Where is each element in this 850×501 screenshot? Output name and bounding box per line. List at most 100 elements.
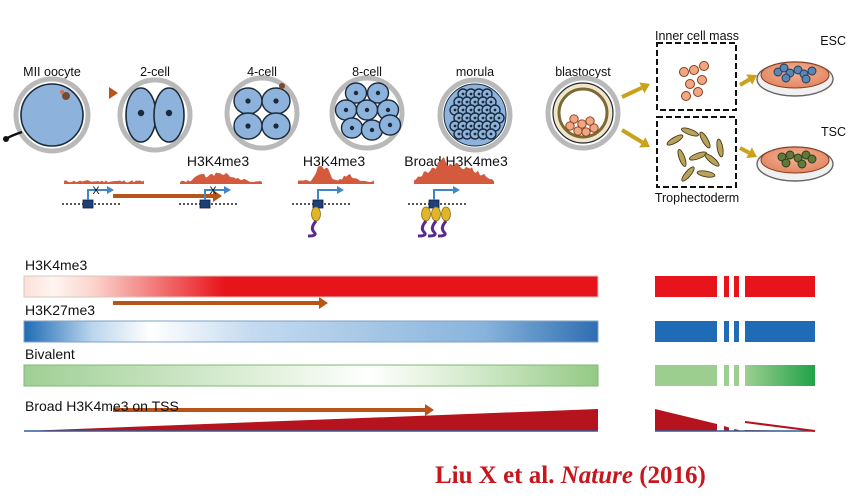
promoter-morula: [408, 186, 466, 238]
citation-journal: Nature: [560, 462, 633, 489]
esc-colony-cell: [807, 66, 817, 76]
promoter-4cell: X: [179, 185, 237, 209]
nucleus: [343, 107, 349, 113]
nucleus: [273, 123, 279, 129]
tsc-label: TSC: [821, 125, 846, 139]
esc-label: ESC: [820, 34, 846, 48]
bar-bivalent-right: [655, 365, 815, 386]
bar-h3k4me3: [23, 275, 815, 298]
nucleus: [473, 116, 477, 120]
stage-label-8-cell: 8-cell: [352, 65, 382, 79]
lineage-arrow-te: [620, 128, 650, 148]
arrow-head: [639, 137, 650, 148]
nucleus: [489, 100, 493, 104]
bar-label-h3k4me3: H3K4me3: [25, 257, 87, 273]
icm-cell: [699, 61, 709, 71]
nucleus: [489, 132, 493, 136]
blocked-mark: X: [209, 185, 217, 197]
bar-bivalent: [23, 364, 815, 387]
inner-cell-mass-box: [656, 42, 737, 111]
esc-colony-cell: [779, 63, 789, 73]
nucleus: [245, 98, 251, 104]
track-4cell: [180, 172, 262, 184]
lineage-arrow-esc: [738, 74, 757, 87]
esc-colony-cell: [781, 73, 791, 83]
stage-arrow: [113, 297, 328, 309]
arrow-head: [425, 404, 434, 416]
stage-arrow: [113, 404, 434, 416]
arrow-head: [109, 87, 118, 99]
promoter-arrow: [204, 189, 225, 200]
tss-box: [312, 199, 324, 209]
mark-label-8cell: H3K4me3: [303, 153, 365, 169]
nucleus: [369, 127, 375, 133]
nucleus: [461, 124, 465, 128]
lineage-arrow-icm: [621, 82, 650, 99]
promoter-arrow-head: [337, 186, 344, 194]
nucleosome: [421, 206, 431, 222]
icm-cell: [689, 65, 699, 75]
esc-colony-cell: [793, 65, 803, 75]
promoter-8cell: [292, 186, 350, 238]
trophectoderm-cell: [681, 127, 699, 137]
nucleus: [481, 116, 485, 120]
nucleus: [453, 108, 457, 112]
tsc-colony-cell: [785, 150, 795, 160]
blocked-mark: X: [92, 185, 100, 197]
nucleus: [485, 92, 489, 96]
promoter-arrow: [317, 189, 338, 200]
blastocyst-embryo: [545, 75, 621, 151]
nucleus: [481, 132, 485, 136]
trophectoderm-label: Trophectoderm: [655, 191, 739, 205]
nucleus: [469, 92, 473, 96]
stage-label-2-cell: 2-cell: [140, 65, 170, 79]
nucleosome: [431, 206, 441, 222]
morula-embryo: [437, 77, 513, 153]
nucleus: [477, 92, 481, 96]
icm-cell: [693, 87, 703, 97]
tsc-colony-cell: [793, 153, 803, 163]
icm-cell: [565, 121, 575, 131]
nucleus: [465, 132, 469, 136]
histone-tail: [427, 220, 438, 238]
four-cell-embryo: [224, 75, 300, 151]
tss-box: [82, 199, 94, 209]
promoter-arrow-head: [107, 186, 114, 194]
nucleus: [473, 132, 477, 136]
nucleus: [477, 124, 481, 128]
mii-oocyte: [3, 76, 91, 154]
track-oocyte: [64, 180, 144, 184]
arrow-shaft: [739, 146, 750, 155]
arrow-shaft: [621, 85, 643, 99]
stage-label-morula: morula: [456, 65, 494, 79]
tss-box: [199, 199, 211, 209]
stage-label-4-cell: 4-cell: [247, 65, 277, 79]
bar-h3k4me3-right: [655, 276, 815, 297]
tsc-colony-cell: [777, 152, 787, 162]
signal-track: [64, 180, 144, 184]
bar-h3k27me3-right: [655, 321, 815, 342]
histone-tail: [437, 220, 448, 238]
promoter-oocyte: X: [62, 185, 120, 209]
esc-dish: [756, 61, 834, 97]
inner-cell-mass-label: Inner cell mass: [655, 29, 739, 43]
icm-cell: [697, 75, 707, 85]
two-cell-embryo: [117, 77, 193, 153]
esc-colony-cell: [801, 74, 811, 84]
arrow-shaft: [620, 128, 644, 145]
mark-label-4cell: H3K4me3: [187, 153, 249, 169]
bar-broad-h3k4me3-tss: [24, 409, 816, 432]
nucleus: [353, 90, 359, 96]
histone-tail: [417, 220, 428, 238]
mark-label-morula: Broad H3K4me3: [404, 153, 508, 169]
arrow-head: [639, 82, 650, 94]
nucleus: [465, 100, 469, 104]
eight-cell-embryo: [329, 75, 405, 151]
trophectoderm-cell: [677, 149, 687, 167]
icm-cell: [577, 119, 587, 129]
nucleosome: [311, 206, 321, 222]
nucleus: [489, 116, 493, 120]
trophectoderm-cell: [716, 138, 724, 158]
tss-box: [428, 199, 440, 209]
